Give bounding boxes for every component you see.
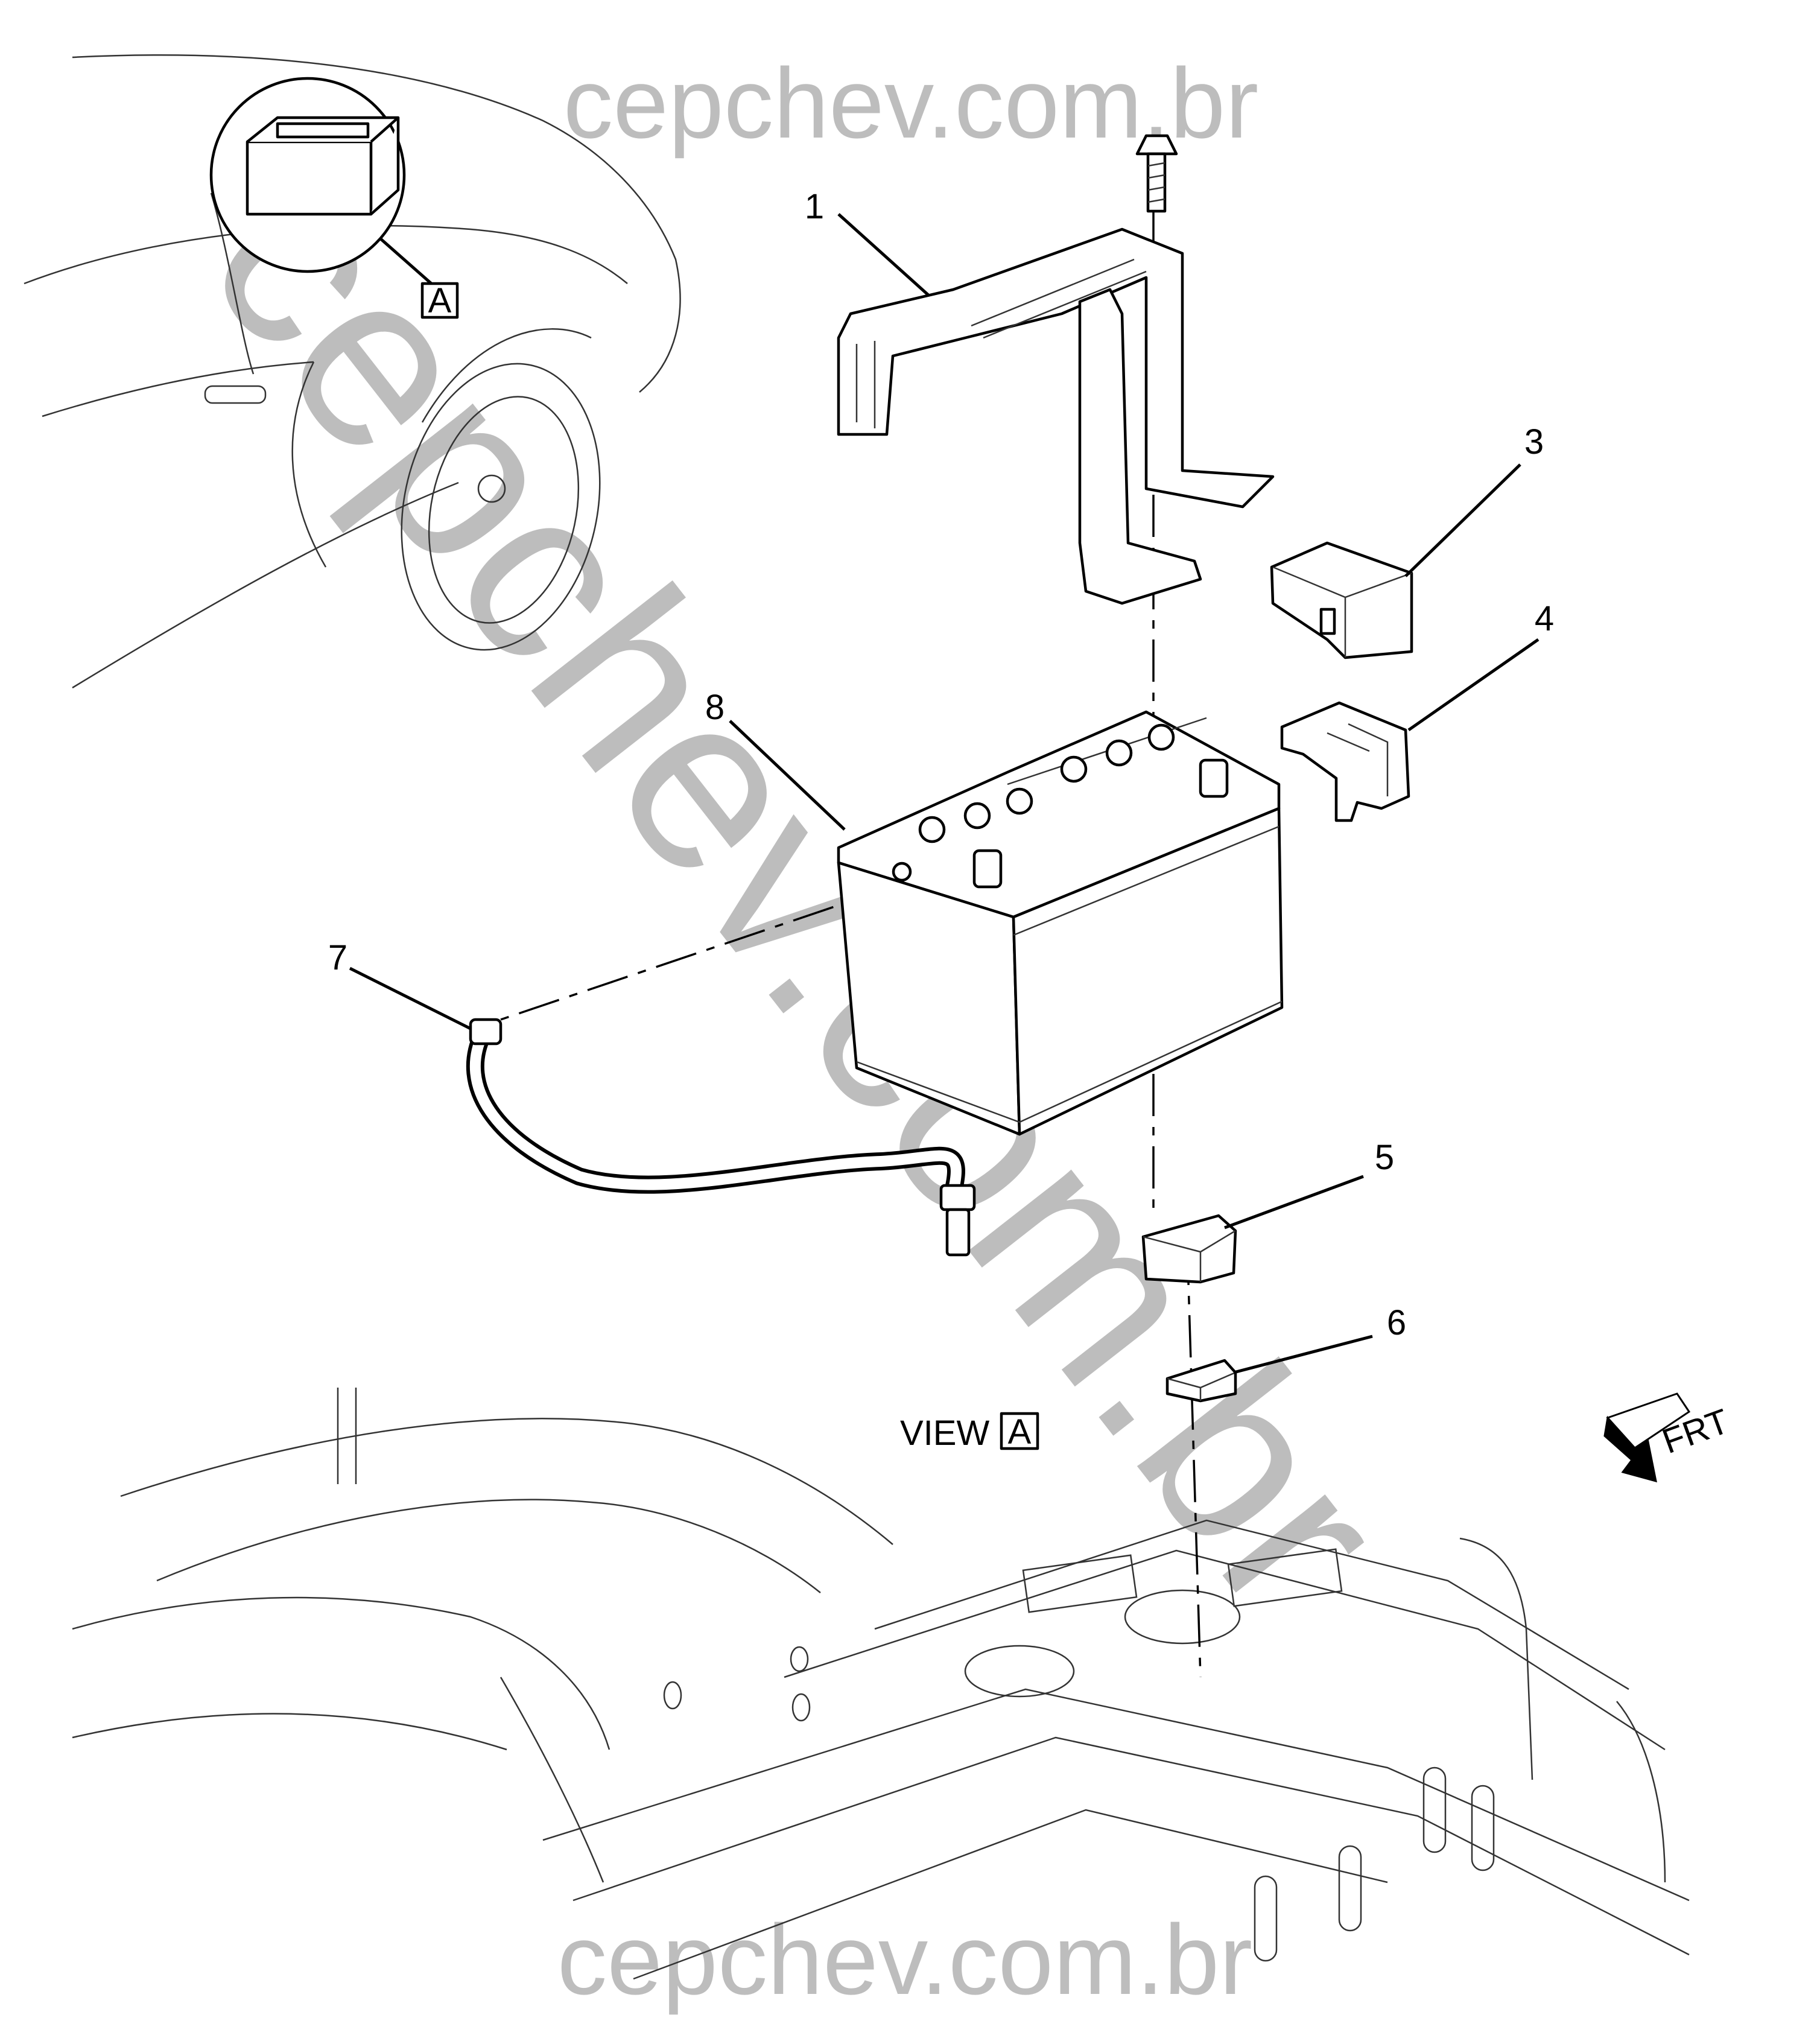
watermark-bottom: cepchev.com.br (557, 1904, 1252, 2015)
callout-4: 4 (1535, 599, 1554, 638)
callout-6: 6 (1387, 1303, 1406, 1342)
positive-terminal-cover (1270, 541, 1413, 659)
terminal-mounting-bracket (1280, 701, 1410, 822)
trunk-floor-structure (72, 1388, 1690, 1980)
callout-7: 7 (328, 938, 347, 977)
battery (837, 710, 1284, 1136)
callout-1: 1 (805, 187, 824, 226)
battery-vent-tube (466, 1018, 976, 1257)
view-label: VIEW (900, 1414, 989, 1453)
battery-insulator-block (1141, 1214, 1237, 1284)
callout-8: 8 (705, 688, 725, 727)
view-letter: A (1008, 1412, 1032, 1452)
callout-5: 5 (1375, 1138, 1394, 1177)
battery-retainer-clip (1165, 1359, 1237, 1403)
detail-marker-a: A (428, 281, 452, 320)
front-direction-arrow-icon: FRT (1603, 1392, 1734, 1483)
battery-hold-down-bracket (837, 134, 1275, 605)
vehicle-inset: A (24, 54, 681, 689)
callout-3: 3 (1524, 422, 1544, 462)
